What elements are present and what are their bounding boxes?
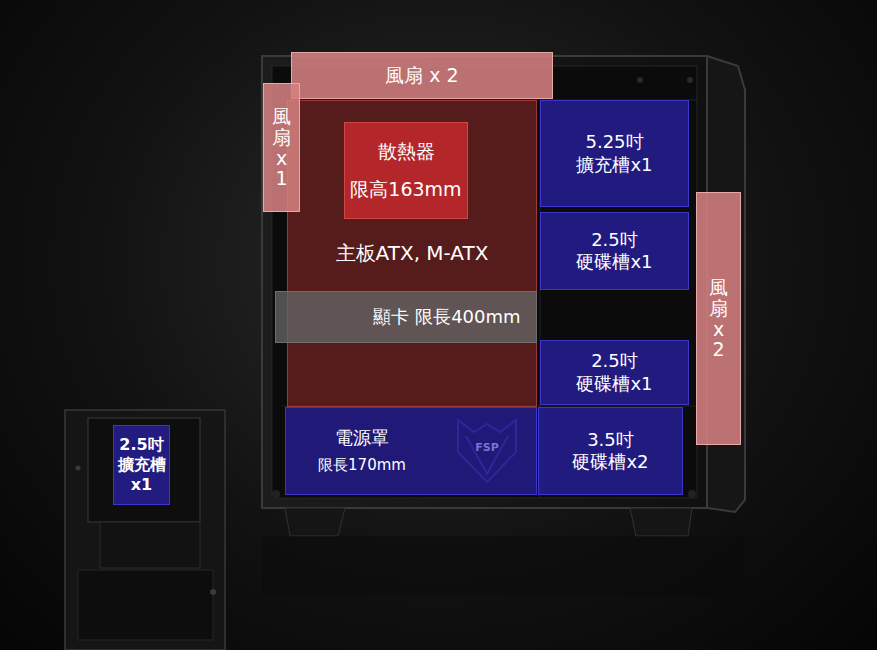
drive-bay-box: 2.5吋 硬碟槽x1 [540, 340, 689, 405]
case-body [262, 56, 745, 512]
box-label: 主板ATX, M-ATX [336, 241, 489, 266]
fan-band: 風扇 x 2 [291, 52, 553, 99]
motherboard-area: 主板ATX, M-ATX 散熱器限高163mm [287, 100, 537, 407]
fan-band: 風扇x2 [696, 192, 741, 445]
cooler-box: 散熱器限高163mm [344, 122, 468, 219]
case-feet [262, 508, 745, 596]
box-label: 2.5吋 擴充槽 x1 [116, 435, 167, 495]
box-label: 散熱器 [378, 140, 435, 164]
drive-bay-box: 5.25吋 擴充槽x1 [540, 100, 689, 207]
box-label: 5.25吋 擴充槽x1 [563, 131, 667, 176]
box-label: 風扇 x 2 [385, 64, 458, 88]
rear-inset [65, 410, 225, 650]
box-label: 風扇x2 [709, 277, 728, 361]
box-label: 2.5吋 硬碟槽x1 [563, 229, 667, 274]
drive-bay-box: 2.5吋 硬碟槽x1 [540, 212, 689, 290]
gpu-band: 顯卡 限長400mm [275, 291, 537, 343]
box-label: 風扇x1 [272, 106, 291, 190]
box-label: 2.5吋 硬碟槽x1 [563, 350, 667, 395]
fan-band: 風扇x1 [263, 83, 300, 212]
box-note: 限長170mm [318, 456, 406, 475]
drive-bay-box: 3.5吋 硬碟槽x2 [538, 407, 683, 495]
box-note: 限高163mm [350, 178, 461, 202]
logo-text: FSP [470, 441, 504, 454]
box-label: 電源罩 [335, 427, 389, 450]
box-label: 3.5吋 硬碟槽x2 [559, 429, 663, 474]
psu-shroud: 電源罩限長170mm [285, 407, 537, 495]
box-label: 顯卡 限長400mm [373, 306, 520, 329]
expansion-slot-box: 2.5吋 擴充槽 x1 [113, 425, 170, 505]
